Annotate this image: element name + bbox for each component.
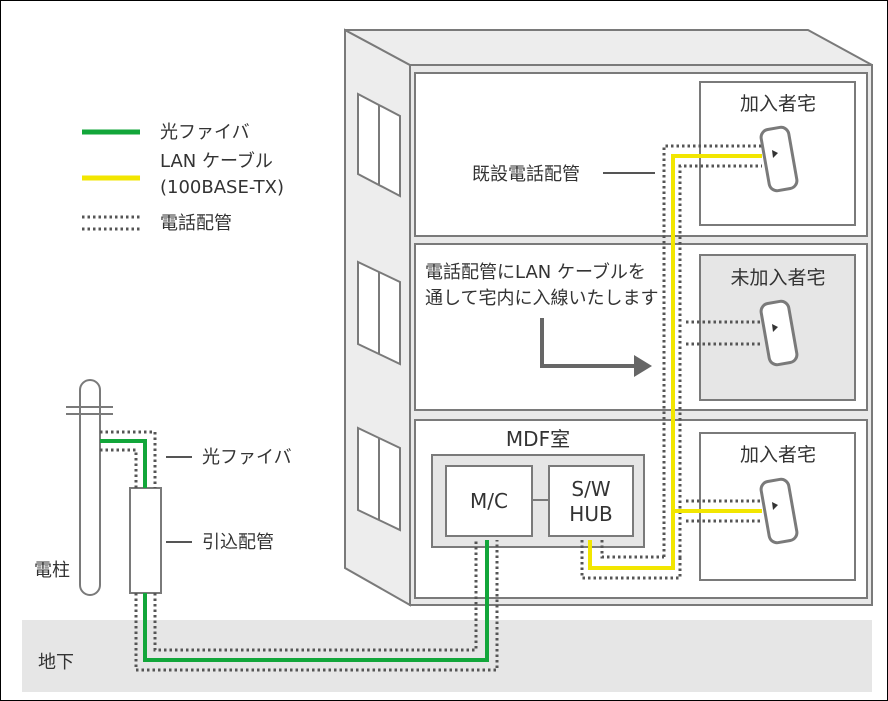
- room-middle-label: 未加入者宅: [730, 267, 825, 289]
- media-converter-label: M/C: [470, 489, 508, 513]
- room-bottom-label: 加入者宅: [740, 444, 816, 466]
- utility-pole-label: 電柱: [34, 560, 70, 581]
- legend-fiber-label: 光ファイバ: [160, 122, 250, 143]
- existing-conduit-label: 既設電話配管: [472, 164, 580, 185]
- lan-cable: [588, 154, 762, 570]
- phone-conduit-building: [580, 144, 762, 580]
- underground-area: [22, 620, 872, 692]
- room-top-label: 加入者宅: [740, 93, 816, 115]
- note-line2: 通して宅内に入線いたします: [425, 288, 658, 309]
- wall-outlet-top: [759, 125, 799, 193]
- side-window-bottom: [357, 426, 401, 532]
- legend-lan-label-line1: LAN ケーブル: [160, 150, 273, 172]
- side-window-middle: [357, 260, 401, 366]
- phone-conduit-outdoor: [100, 430, 499, 672]
- switching-hub-label-line1: S/W: [571, 477, 610, 501]
- pole-fiber-label: 光ファイバ: [202, 447, 292, 468]
- building-roof: [344, 29, 873, 66]
- underground-label: 地下: [38, 652, 74, 673]
- lead-in-conduit: [129, 487, 162, 594]
- switching-hub-box: [548, 465, 634, 537]
- side-window-top: [357, 92, 401, 198]
- switching-hub-label-line2: HUB: [569, 502, 612, 526]
- utility-pole: [66, 379, 113, 596]
- legend: 光ファイバ LAN ケーブル (100BASE-TX) 電話配管: [82, 122, 284, 234]
- note-line1: 電話配管にLAN ケーブルを: [425, 261, 646, 283]
- note-arrow: [540, 318, 652, 377]
- legend-lan-label-line2: (100BASE-TX): [160, 177, 284, 198]
- lead-in-label: 引込配管: [202, 532, 274, 553]
- side-windows: [357, 92, 401, 532]
- fiber-cable: [100, 439, 489, 662]
- mdf-room-label: MDF室: [506, 427, 570, 451]
- wall-outlet-bottom: [759, 477, 799, 545]
- legend-phone-label: 電話配管: [160, 213, 232, 234]
- wall-outlet-middle: [759, 299, 799, 367]
